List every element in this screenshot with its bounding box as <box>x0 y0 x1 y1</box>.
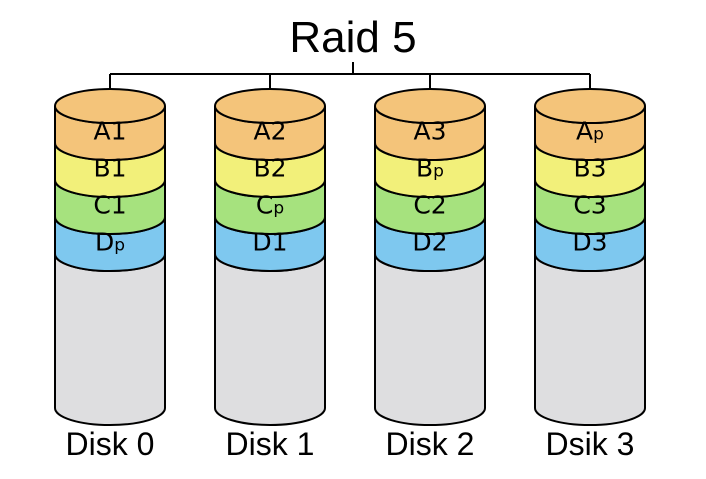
block-index: 2 <box>271 117 287 146</box>
parity-subscript: p <box>593 125 604 145</box>
block-label: C1 <box>93 191 126 220</box>
parity-subscript: p <box>114 236 125 256</box>
block-index: 3 <box>591 191 607 220</box>
block-label: Ap <box>576 117 604 146</box>
block-letter: A <box>576 117 593 146</box>
block-index: 2 <box>431 191 447 220</box>
disk-label: Disk 1 <box>226 426 315 462</box>
block-label: C3 <box>573 191 606 220</box>
block-index: 3 <box>431 117 447 146</box>
block-index: 2 <box>271 154 287 183</box>
block-letter: D <box>95 228 114 257</box>
block-label: A2 <box>253 117 286 146</box>
block-letter: C <box>256 191 273 220</box>
block-letter: D <box>412 228 431 257</box>
disk-top-cap <box>374 88 486 124</box>
disk-empty-space <box>214 253 326 426</box>
block-letter: C <box>573 191 590 220</box>
block-index: 1 <box>272 228 288 257</box>
block-label: C2 <box>413 191 446 220</box>
parity-subscript: p <box>433 162 444 182</box>
block-index: 1 <box>111 117 127 146</box>
block-label: A3 <box>413 117 446 146</box>
disk-empty-space <box>534 253 646 426</box>
block-label: D1 <box>252 228 287 257</box>
block-letter: B <box>416 154 433 183</box>
block-index: 1 <box>111 191 127 220</box>
block-index: 2 <box>432 228 448 257</box>
block-letter: C <box>413 191 430 220</box>
disk-top-cap <box>214 88 326 124</box>
block-letter: A <box>93 117 110 146</box>
disk-empty-space <box>54 253 166 426</box>
connector-lines <box>109 62 591 106</box>
block-label: Bp <box>416 154 444 183</box>
block-label: Dp <box>95 228 125 257</box>
block-label: B2 <box>253 154 286 183</box>
disk-top-cap <box>54 88 166 124</box>
disk-label: Dsik 3 <box>546 426 635 462</box>
block-label: B3 <box>573 154 606 183</box>
block-label: Cp <box>256 191 284 220</box>
disk-label: Disk 0 <box>66 426 155 462</box>
block-letter: D <box>252 228 271 257</box>
block-letter: C <box>93 191 110 220</box>
block-label: D2 <box>412 228 447 257</box>
block-letter: B <box>93 154 110 183</box>
block-index: 1 <box>111 154 127 183</box>
block-letter: D <box>572 228 591 257</box>
block-index: 3 <box>592 228 608 257</box>
disk-label: Disk 2 <box>386 426 475 462</box>
block-letter: B <box>573 154 590 183</box>
block-label: B1 <box>93 154 126 183</box>
disk-empty-space <box>374 253 486 426</box>
block-letter: B <box>253 154 270 183</box>
block-label: A1 <box>93 117 126 146</box>
parity-subscript: p <box>273 199 284 219</box>
disk-top-cap <box>534 88 646 124</box>
block-letter: A <box>413 117 430 146</box>
block-index: 3 <box>591 154 607 183</box>
block-label: D3 <box>572 228 607 257</box>
diagram-title: Raid 5 <box>289 13 416 62</box>
block-letter: A <box>253 117 270 146</box>
